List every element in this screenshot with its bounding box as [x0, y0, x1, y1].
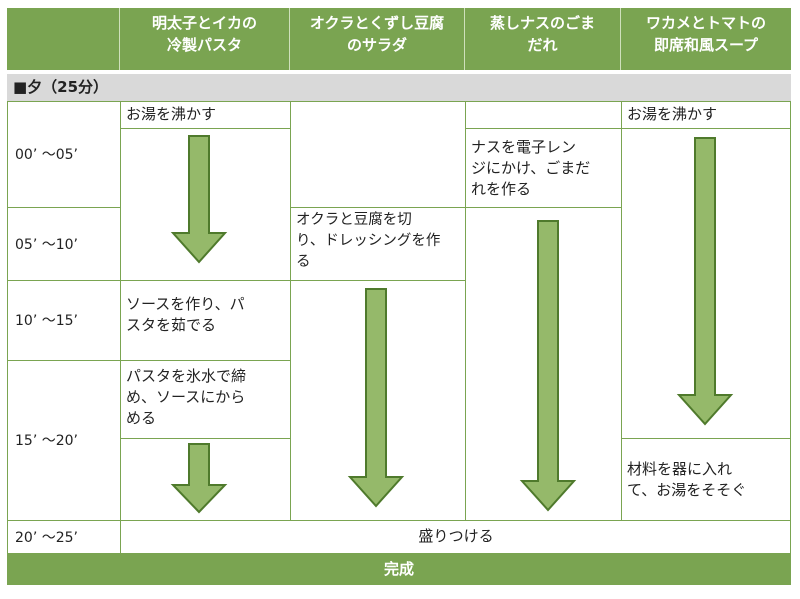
time-label: 15’ ～20’	[15, 433, 78, 449]
grid-line	[120, 101, 121, 553]
header-pasta: 明太子とイカの 冷製パスタ	[120, 8, 290, 70]
step-soup-pour: 材料を器に入れ て、お湯をそそぐ	[627, 460, 747, 499]
grid-line	[290, 101, 291, 520]
time-label: 05’ ～10’	[15, 236, 78, 253]
footer-complete: 完成	[7, 553, 791, 585]
grid-line	[465, 101, 466, 520]
step-plate: 盛りつける	[418, 527, 494, 545]
grid-line	[290, 207, 465, 208]
step-pasta-sauce: ソースを作り、パ スタを茹でる	[126, 295, 245, 334]
header-steamed-eggplant: 蒸しナスのごま だれ	[465, 8, 621, 70]
grid-line	[465, 128, 621, 129]
grid-line	[7, 360, 120, 361]
grid-line	[621, 438, 791, 439]
down-arrow-icon	[347, 288, 405, 508]
step-okra-prep: オクラと豆腐を切 り、ドレッシングを作 る	[296, 212, 441, 270]
time-label: 10’ ～15’	[15, 313, 78, 329]
grid-line	[7, 207, 120, 208]
time-label: 00’ ～05’	[15, 147, 78, 163]
down-arrow-icon	[170, 443, 228, 514]
grid-line	[7, 101, 791, 102]
header-wakame-soup: ワカメとトマトの 即席和風スープ	[621, 8, 791, 70]
down-arrow-icon	[519, 220, 577, 512]
section-label: ■夕（25分）	[7, 74, 791, 101]
down-arrow-icon	[170, 135, 228, 264]
grid-line	[120, 280, 290, 281]
grid-line	[7, 101, 8, 553]
grid-line	[790, 101, 791, 553]
grid-line	[465, 207, 621, 208]
grid-line	[120, 360, 290, 361]
time-label: 20’ ～25’	[15, 529, 78, 546]
step-pasta-chill: パスタを氷水で締 め、ソースにから める	[126, 367, 247, 427]
grid-line	[120, 438, 290, 439]
header-corner	[7, 8, 120, 70]
grid-line	[7, 520, 791, 521]
down-arrow-icon	[676, 137, 734, 426]
step-soup-boil: お湯を沸かす	[627, 105, 718, 123]
step-nasu-prep: ナスを電子レン ジにかけ、ごまだ れを作る	[471, 138, 591, 198]
grid-line	[290, 280, 465, 281]
step-pasta-boil: お湯を沸かす	[126, 105, 217, 123]
grid-line	[7, 280, 120, 281]
grid-line	[621, 128, 791, 129]
header-okra-salad: オクラとくずし豆腐 のサラダ	[290, 8, 465, 70]
grid-line	[120, 128, 290, 129]
grid-line	[621, 101, 622, 520]
recipe-schedule-table: 明太子とイカの 冷製パスタ オクラとくずし豆腐 のサラダ 蒸しナスのごま だれ …	[7, 8, 791, 585]
